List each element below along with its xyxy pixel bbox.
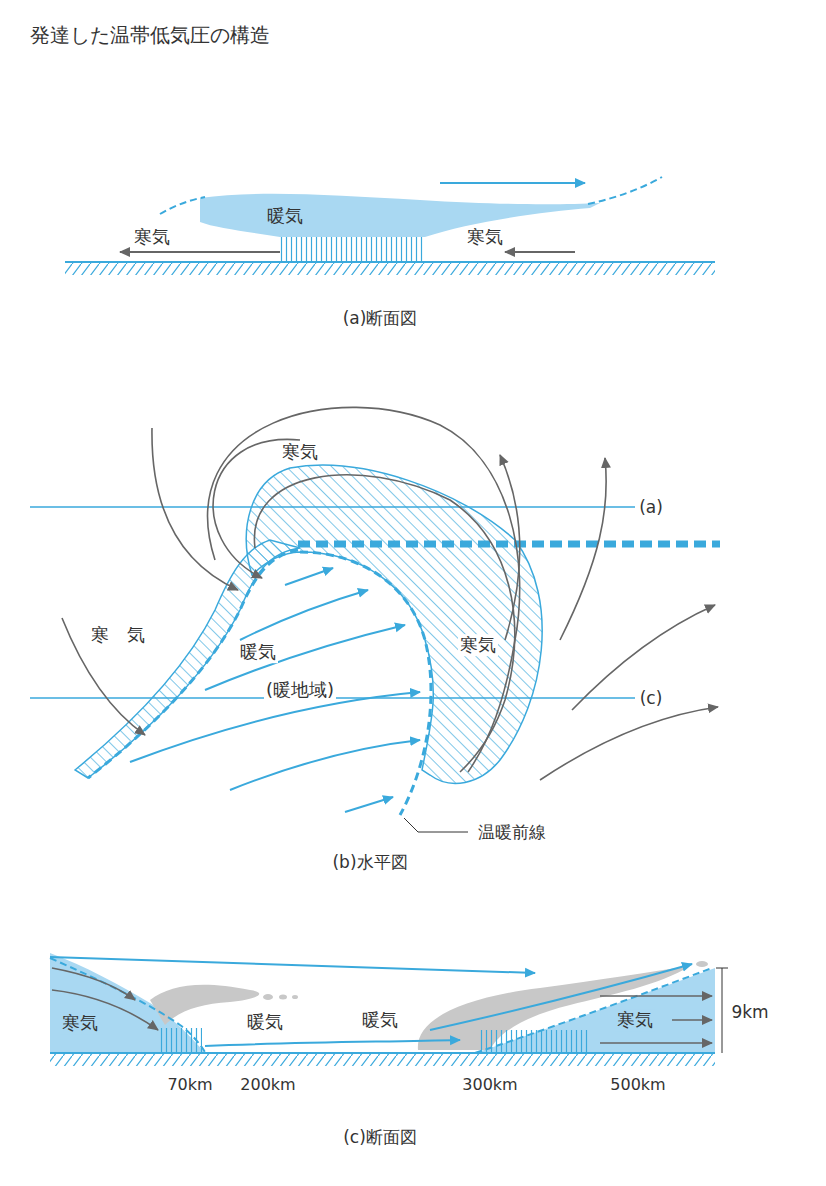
label: 寒気 <box>615 1009 655 1031</box>
cold-flow-arrow <box>208 407 520 772</box>
label: (a)断面図 <box>341 308 420 328</box>
cold-flow-arrow <box>600 1042 712 1044</box>
section-a <box>65 177 715 275</box>
label: 寒気 <box>60 1012 100 1034</box>
height-tick <box>716 968 728 969</box>
height-bar <box>722 968 723 1053</box>
label: (c) <box>638 688 665 708</box>
label: (a) <box>637 497 665 517</box>
cold-flow-arrow <box>52 968 135 1000</box>
cold-flow-arrow <box>152 428 238 590</box>
cloud <box>279 995 287 1000</box>
warm-flow-arrow <box>230 740 420 790</box>
cold-front-line <box>88 550 298 778</box>
cloud <box>696 961 708 967</box>
warm-flow-arrow <box>240 590 368 640</box>
ground-line <box>50 1052 715 1054</box>
cold-flow-arrow <box>254 475 514 772</box>
label: 300km <box>460 1075 519 1094</box>
cold-front-surface <box>50 958 205 1052</box>
label: 寒気 <box>132 226 172 248</box>
label: 寒気 <box>465 226 505 248</box>
outflow-arrow <box>572 605 715 710</box>
label: 200km <box>238 1075 297 1094</box>
label: 暖気 <box>245 1011 285 1033</box>
label: 寒 気 <box>89 624 147 646</box>
label: (c)断面図 <box>341 1127 419 1147</box>
label: 9km <box>729 1002 770 1022</box>
section-c <box>50 953 728 1066</box>
label: 暖気 <box>238 641 278 663</box>
leader-line <box>404 818 468 832</box>
warm-flow-arrow <box>130 692 420 762</box>
cloud <box>292 995 298 999</box>
cloud-band <box>246 465 542 783</box>
label: 70km <box>165 1075 214 1094</box>
warm-flow-arrow <box>50 957 535 973</box>
label: (暖地域) <box>264 679 336 701</box>
title: 発達した温帯低気圧の構造 <box>30 22 270 49</box>
cloud <box>150 985 259 1025</box>
front-line <box>160 197 205 214</box>
warm-flow-arrow <box>205 1040 460 1046</box>
cold-flow-arrow <box>672 1019 712 1021</box>
cold-flow-arrow <box>600 995 712 997</box>
cold-flow-arrow <box>120 251 280 253</box>
label: 温暖前線 <box>476 822 548 842</box>
rain-lines <box>160 1028 202 1053</box>
front-line <box>588 177 662 204</box>
label: 寒気 <box>280 441 320 463</box>
cold-flow-arrow <box>505 251 575 253</box>
warm-air-mass <box>200 194 600 237</box>
warm-flow-arrow <box>440 182 585 184</box>
outflow-arrow <box>500 455 520 640</box>
stationary-line <box>298 541 720 548</box>
label: 寒気 <box>458 634 498 656</box>
rain-lines <box>478 1030 588 1053</box>
warm-flow-arrow <box>285 568 333 585</box>
label: 暖気 <box>265 205 305 227</box>
label: (b)水平図 <box>330 852 409 872</box>
section-b <box>30 407 720 832</box>
ground-line <box>65 261 715 263</box>
outflow-arrow <box>560 458 606 640</box>
rain-lines <box>280 237 425 262</box>
label: 500km <box>608 1075 667 1094</box>
cloud <box>263 994 273 1000</box>
warm-flow-arrow <box>430 964 692 1030</box>
ground-hatch <box>65 262 715 275</box>
ground-hatch <box>50 1053 715 1066</box>
outflow-arrow <box>540 707 718 780</box>
label: 暖気 <box>360 1009 400 1031</box>
warm-flow-arrow <box>345 797 393 812</box>
